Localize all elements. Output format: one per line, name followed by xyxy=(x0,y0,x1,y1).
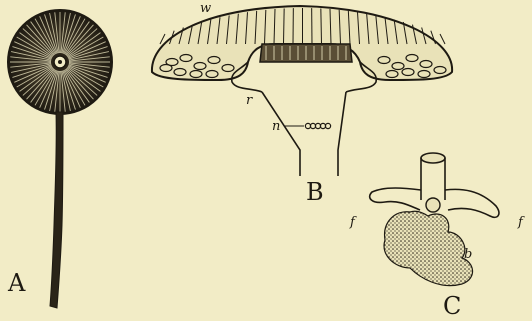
dome-rib xyxy=(284,8,285,44)
lobed-mass xyxy=(384,211,473,285)
dome-rib xyxy=(321,8,322,44)
label-f-right: f xyxy=(517,215,525,230)
label-n: n xyxy=(272,119,280,134)
label-b: b xyxy=(464,247,472,262)
stem xyxy=(262,92,346,176)
tube-pore xyxy=(426,198,440,212)
dome-rib xyxy=(440,34,445,44)
label-r: r xyxy=(246,93,253,108)
tube-rim xyxy=(421,153,445,163)
disc xyxy=(8,10,112,114)
stalk xyxy=(50,112,63,308)
panel-letter-b: B xyxy=(306,178,324,206)
tube xyxy=(421,158,445,200)
panel-b: w r n B xyxy=(152,1,452,206)
panel-c: f f b C xyxy=(349,153,525,320)
dome-rib xyxy=(160,34,165,44)
panel-letter-a: A xyxy=(7,269,26,297)
panel-letter-c: C xyxy=(443,292,461,320)
label-w: w xyxy=(200,1,211,16)
panel-a: A xyxy=(7,10,112,308)
label-f-left: f xyxy=(349,215,357,230)
